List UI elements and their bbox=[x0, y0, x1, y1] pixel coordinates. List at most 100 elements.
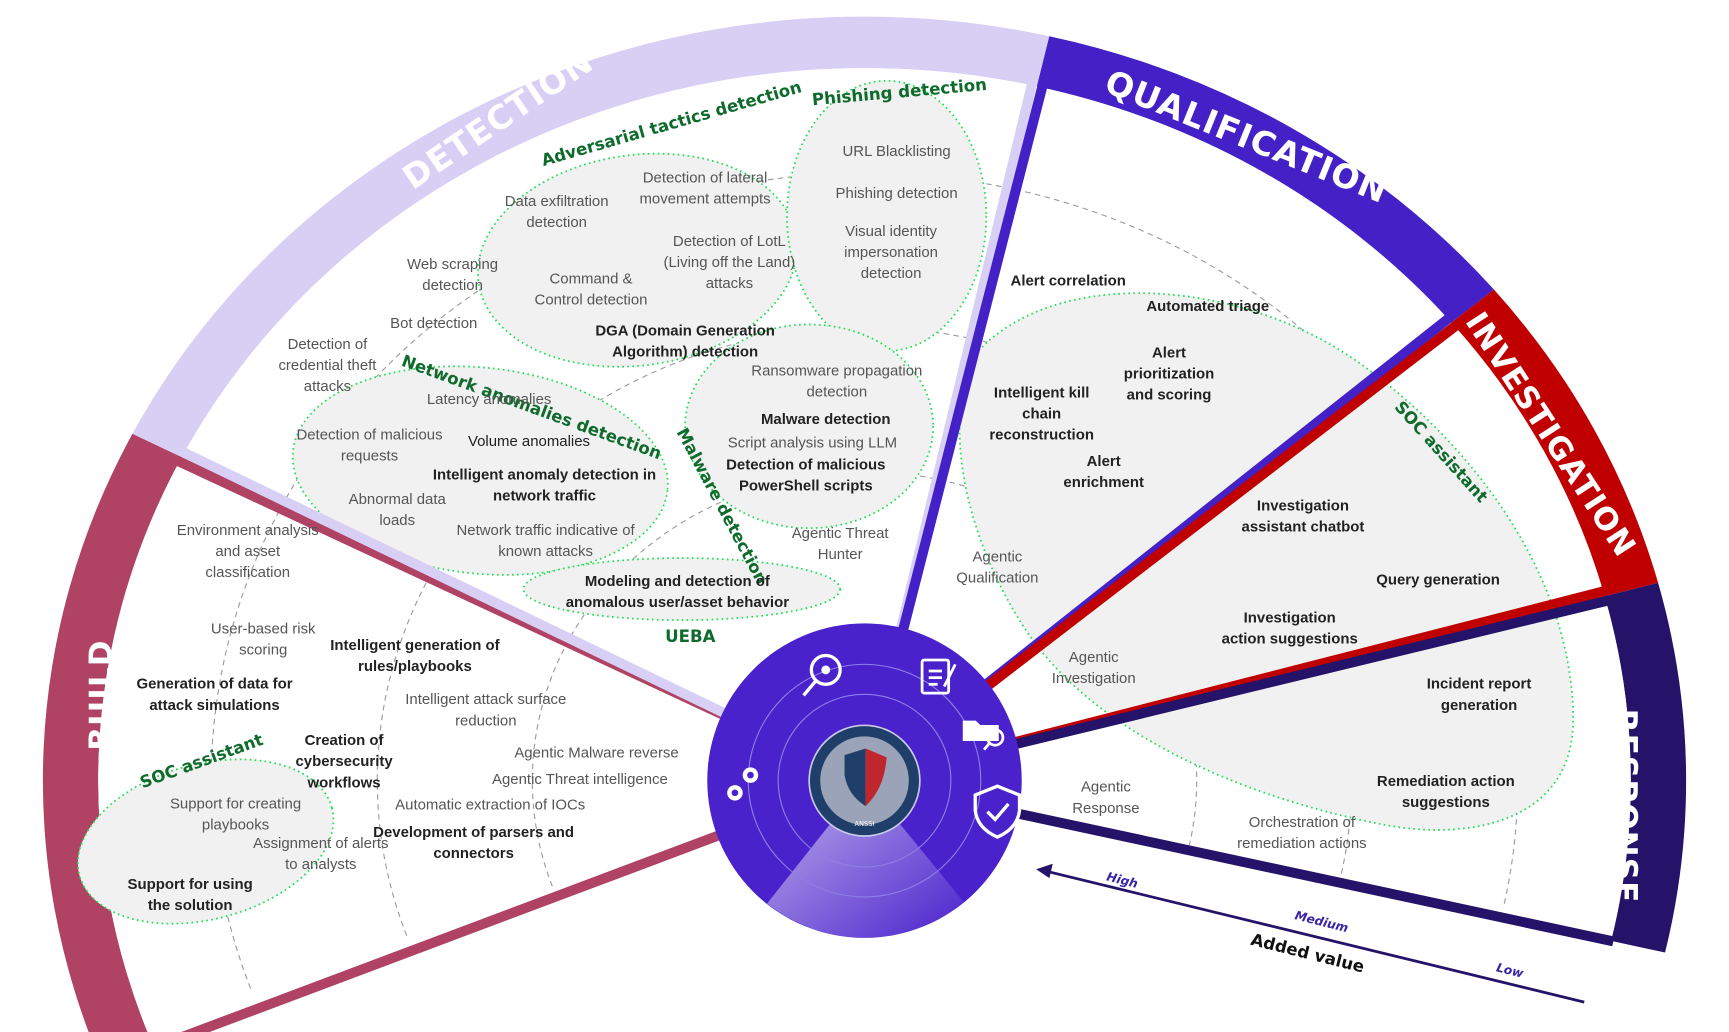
axis-title: Added value bbox=[1249, 930, 1366, 977]
use-case-line: requests bbox=[341, 448, 398, 465]
divider-investigation-response-1 bbox=[1013, 595, 1610, 750]
cluster-soc-assistant-build bbox=[76, 758, 335, 925]
use-case-malware-detection: Malware detection bbox=[761, 411, 891, 428]
use-case-line: attacks bbox=[706, 275, 753, 292]
use-case-line: Detection of bbox=[288, 336, 369, 353]
cluster-soc-assistant-main bbox=[958, 292, 1575, 831]
use-case-line: and scoring bbox=[1127, 387, 1212, 404]
use-case-agentic-threat-intel: Agentic Threat intelligence bbox=[492, 771, 668, 788]
use-case-line: detection bbox=[422, 277, 483, 294]
use-case-script-analysis: Script analysis using LLM bbox=[728, 434, 897, 451]
anssi-logo: ANSSI bbox=[808, 724, 921, 837]
axis-level-low: Low bbox=[1495, 960, 1526, 980]
use-case-line: Investigation bbox=[1257, 497, 1349, 514]
use-case-line: enrichment bbox=[1063, 474, 1144, 491]
use-case-line: Agentic bbox=[972, 548, 1022, 565]
use-case-line: Intelligent anomaly detection in bbox=[433, 466, 656, 483]
use-case-line: Investigation bbox=[1052, 670, 1136, 687]
use-case-line: detection bbox=[806, 383, 867, 400]
use-case-line: Detection of LotL bbox=[673, 233, 786, 250]
use-case-support-solution: Support for using the solution bbox=[128, 876, 253, 914]
use-case-line: Remediation action bbox=[1377, 773, 1515, 790]
gears-icon bbox=[727, 767, 759, 801]
sector-label-build: BUILD bbox=[84, 639, 120, 750]
use-case-query-generation: Query generation bbox=[1376, 572, 1500, 589]
use-case-line: impersonation bbox=[844, 244, 938, 261]
use-case-line: rules/playbooks bbox=[358, 658, 472, 675]
use-case-line: Hunter bbox=[818, 546, 863, 563]
use-case-line: Automatic extraction of IOCs bbox=[395, 796, 585, 813]
use-case-data-exfiltration: Data exfiltration detection bbox=[505, 193, 609, 231]
use-case-line: Intelligent generation of bbox=[330, 637, 499, 654]
use-case-line: Network traffic indicative of bbox=[456, 522, 635, 539]
use-case-line: the solution bbox=[148, 897, 233, 914]
cluster-phishing bbox=[786, 79, 988, 352]
group-label-ueba: UEBA bbox=[665, 627, 715, 646]
use-case-volume-anomalies: Volume anomalies bbox=[468, 433, 590, 450]
sector-label-response: RESPONSE bbox=[1607, 709, 1643, 904]
use-case-line: Detection of lateral bbox=[643, 170, 768, 187]
use-case-automated-triage: Automated triage bbox=[1146, 298, 1269, 315]
use-case-line: Visual identity bbox=[845, 223, 937, 240]
use-case-line: workflows bbox=[307, 774, 381, 791]
use-case-line: loads bbox=[379, 512, 415, 529]
use-case-line: (Living off the Land) bbox=[664, 254, 796, 271]
use-case-line: action suggestions bbox=[1222, 630, 1358, 647]
use-case-line: chain bbox=[1022, 406, 1061, 423]
use-case-line: suggestions bbox=[1402, 794, 1490, 811]
use-case-line: Phishing detection bbox=[836, 185, 958, 202]
use-case-line: Qualification bbox=[956, 569, 1038, 586]
use-case-phishing-detection: Phishing detection bbox=[836, 185, 958, 202]
use-case-line: Data exfiltration bbox=[505, 193, 609, 210]
use-case-url-blacklisting: URL Blacklisting bbox=[843, 143, 951, 160]
use-case-bot-detection: Bot detection bbox=[390, 315, 477, 332]
use-case-line: playbooks bbox=[202, 816, 269, 833]
use-case-line: Agentic Malware reverse bbox=[514, 744, 678, 761]
use-case-line: Intelligent kill bbox=[994, 385, 1089, 402]
hub-highlight bbox=[767, 780, 965, 938]
use-case-line: Query generation bbox=[1376, 572, 1500, 589]
band-build bbox=[42, 433, 182, 1032]
divider-response-bottom-0 bbox=[1014, 808, 1615, 947]
axis-arrow-head bbox=[1036, 863, 1053, 879]
use-case-alert-correlation: Alert correlation bbox=[1011, 273, 1126, 290]
band-detection bbox=[132, 16, 1050, 458]
use-case-line: DGA (Domain Generation bbox=[595, 323, 775, 340]
use-case-line: cybersecurity bbox=[295, 753, 393, 770]
use-case-command-control: Command &Control detection bbox=[535, 270, 648, 308]
shield-check-icon bbox=[973, 784, 1022, 839]
use-case-line: detection bbox=[526, 214, 587, 231]
use-case-line: movement attempts bbox=[639, 191, 770, 208]
use-case-line: Malware detection bbox=[761, 411, 891, 428]
use-case-line: Agentic bbox=[1069, 649, 1119, 666]
use-case-line: Support for using bbox=[128, 876, 253, 893]
use-case-line: Orchestration of bbox=[1249, 814, 1356, 831]
use-case-line: Response bbox=[1072, 800, 1139, 817]
use-case-line: Environment analysis bbox=[177, 522, 319, 539]
use-case-line: Script analysis using LLM bbox=[728, 434, 897, 451]
use-case-lateral-movement: Detection of lateral movement attempts bbox=[639, 170, 770, 208]
use-case-line: reduction bbox=[455, 712, 516, 729]
use-case-line: and asset bbox=[215, 543, 281, 560]
divider-build-bottom-0 bbox=[181, 829, 723, 1032]
use-case-line: prioritization bbox=[1124, 366, 1214, 383]
use-case-line: Web scraping bbox=[407, 256, 498, 273]
divider-qualification-investigation-1 bbox=[980, 321, 1460, 693]
axis-arrow-line bbox=[1046, 870, 1585, 1004]
logo-text: ANSSI bbox=[855, 820, 875, 828]
band-investigation bbox=[1451, 289, 1659, 597]
use-case-line: Support for creating bbox=[170, 795, 301, 812]
use-case-line: attack simulations bbox=[149, 697, 279, 714]
